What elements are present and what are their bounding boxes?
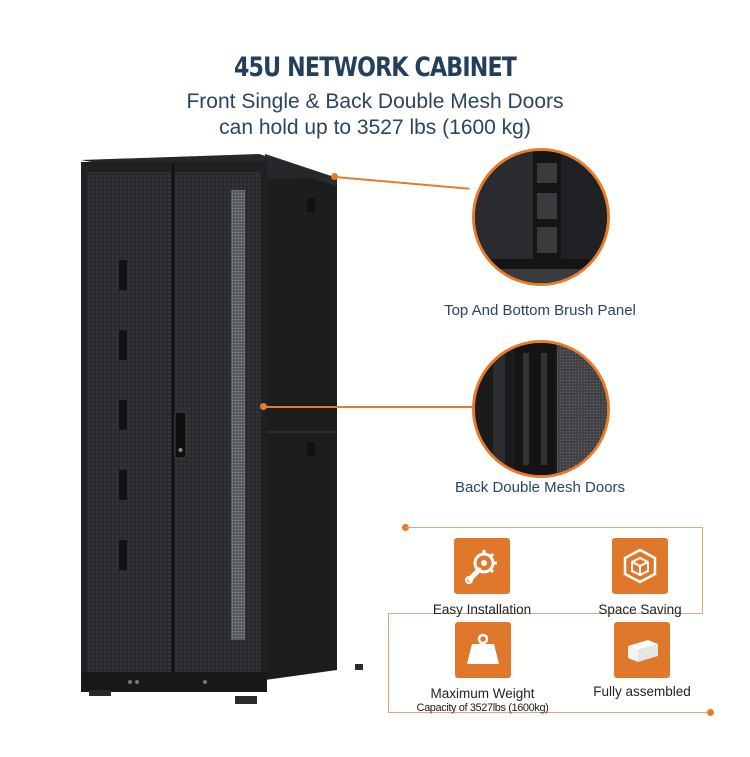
feature-fully-assembled: Fully assembled — [572, 622, 712, 700]
header: 45U NETWORK CABINET Front Single & Back … — [0, 52, 750, 141]
feature-sublabel-maximum-weight: Capacity of 3527lbs (1600kg) — [416, 702, 549, 714]
feature-label-fully-assembled: Fully assembled — [593, 684, 691, 699]
feature-label-space-saving: Space Saving — [598, 602, 682, 617]
subtitle-line-2: can hold up to 3527 lbs (1600 kg) — [219, 116, 531, 139]
cube-icon — [612, 538, 668, 594]
subtitle-line-1: Front Single & Back Double Mesh Doors — [186, 90, 564, 113]
brush-panel-photo — [472, 148, 610, 286]
feature-space-saving: Space Saving — [570, 538, 710, 618]
feature-label-easy-installation: Easy Installation — [432, 602, 532, 617]
feature-dot-bottom — [707, 709, 714, 716]
cabinet-image — [75, 150, 375, 720]
page-title: 45U NETWORK CABINET — [233, 52, 517, 83]
callout-dot-1 — [331, 173, 338, 180]
callout-line-2 — [264, 406, 474, 408]
wrench-gear-icon — [454, 538, 510, 594]
callout-dot-2 — [260, 403, 267, 410]
feature-easy-installation: Easy Installation — [412, 538, 552, 618]
feature-dot-top — [402, 524, 409, 531]
feature-label-maximum-weight: Maximum Weight — [430, 686, 535, 701]
back-doors-photo — [472, 340, 610, 478]
weight-icon — [454, 622, 511, 678]
callout-label-2: Back Double Mesh Doors — [454, 479, 626, 496]
box-icon — [614, 622, 670, 678]
feature-maximum-weight: Maximum Weight Capacity of 3527lbs (1600… — [400, 622, 565, 714]
callout-label-1: Top And Bottom Brush Panel — [444, 302, 636, 319]
